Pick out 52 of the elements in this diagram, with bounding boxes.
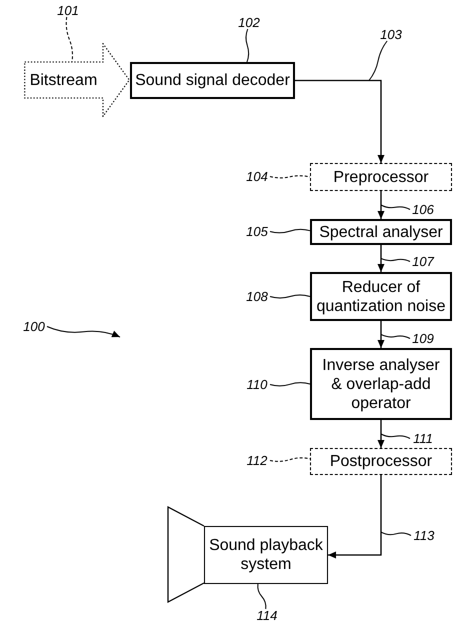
leader-line	[380, 334, 410, 339]
reference-numeral: 103	[378, 28, 404, 41]
leader-line	[380, 204, 410, 210]
process-block	[310, 272, 452, 321]
flow-arrow	[378, 321, 384, 348]
leader-line	[380, 258, 410, 262]
flow-arrow	[378, 191, 384, 219]
reference-numeral: 108	[244, 290, 270, 303]
reference-numeral: 113	[411, 529, 437, 542]
block-label: Preprocessor	[333, 168, 429, 186]
process-block	[310, 348, 452, 420]
reference-numeral: 106	[410, 203, 436, 216]
flow-arrow	[328, 475, 382, 558]
block-label: Spectral analyser	[319, 222, 443, 242]
reference-numeral: 109	[410, 332, 436, 345]
block-arrow	[24, 43, 130, 117]
block-label: Sound signal decoder	[135, 71, 290, 90]
leader-line	[270, 382, 310, 386]
leader-arrow	[46, 326, 120, 338]
leader-line	[270, 175, 310, 178]
process-block	[204, 526, 328, 584]
leader-line	[270, 294, 310, 298]
reference-numeral: 104	[244, 170, 270, 183]
reference-numeral: 110	[244, 378, 270, 391]
reference-numeral: 114	[254, 609, 280, 622]
flow-arrow	[378, 420, 384, 448]
block-label: Postprocessor	[330, 452, 432, 471]
block-label: Inverse analyser & overlap-add operator	[321, 356, 441, 412]
process-block	[310, 448, 452, 475]
reference-numeral: 112	[244, 454, 270, 467]
leader-line	[246, 28, 250, 62]
flow-arrow	[295, 80, 384, 163]
flow-arrow	[378, 245, 384, 272]
reference-numeral: 102	[236, 16, 262, 29]
reference-numeral: 100	[21, 320, 47, 333]
block-label: Sound playback system	[208, 536, 324, 574]
leader-line	[66, 16, 73, 62]
leader-line	[270, 228, 310, 234]
reference-numeral: 107	[410, 255, 436, 268]
reference-numeral: 111	[410, 432, 436, 445]
reference-numeral: 101	[55, 4, 81, 17]
process-block	[310, 163, 452, 191]
leader-line	[368, 40, 388, 81]
arrow-label: Bitstream	[30, 70, 98, 90]
block-label: Reducer of quantization noise	[316, 278, 446, 316]
process-block	[130, 62, 295, 99]
leader-line	[270, 457, 310, 462]
process-block	[310, 219, 452, 245]
leader-line	[380, 532, 412, 536]
leader-line	[257, 584, 266, 610]
leader-line	[380, 434, 410, 439]
reference-numeral: 105	[244, 225, 270, 238]
